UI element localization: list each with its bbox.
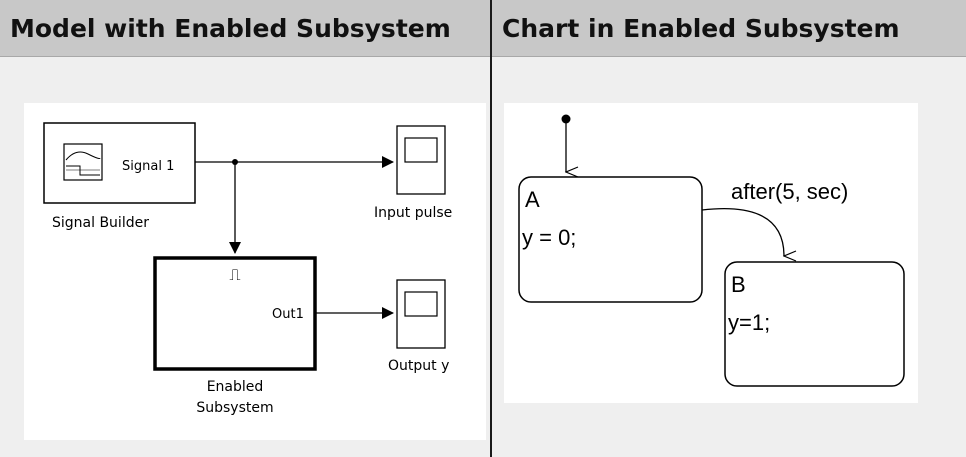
input-pulse-caption: Input pulse <box>374 205 452 221</box>
subsystem-port-label: Out1 <box>272 307 304 322</box>
transition-label: after(5, sec) <box>731 179 848 204</box>
output-y-scope-block[interactable] <box>396 279 446 349</box>
state-a-action: y = 0; <box>522 225 576 250</box>
signal-builder-caption: Signal Builder <box>52 215 149 231</box>
chart-column-header: Chart in Enabled Subsystem <box>492 0 966 57</box>
enabled-subsystem-block[interactable]: ⎍ Out1 <box>153 256 317 371</box>
enable-port-icon: ⎍ <box>229 265 240 284</box>
signal-builder-port-label: Signal 1 <box>122 159 174 174</box>
enabled-subsystem-caption-1: Enabled <box>207 379 264 395</box>
model-column-header: Model with Enabled Subsystem <box>0 0 490 57</box>
state-a-name: A <box>525 187 540 212</box>
state-b-name: B <box>731 272 746 297</box>
column-divider <box>490 0 492 457</box>
state-b-action: y=1; <box>728 310 770 335</box>
transition-a-to-b[interactable] <box>701 207 784 256</box>
enabled-subsystem-caption-2: Subsystem <box>196 400 273 416</box>
output-y-caption: Output y <box>388 358 449 374</box>
state-a[interactable]: A y = 0; <box>518 176 703 303</box>
signal-builder-icon <box>63 143 103 181</box>
signal-builder-block[interactable]: Signal 1 <box>43 122 196 204</box>
state-b[interactable]: B y=1; <box>724 261 905 387</box>
input-pulse-scope-block[interactable] <box>396 125 446 195</box>
